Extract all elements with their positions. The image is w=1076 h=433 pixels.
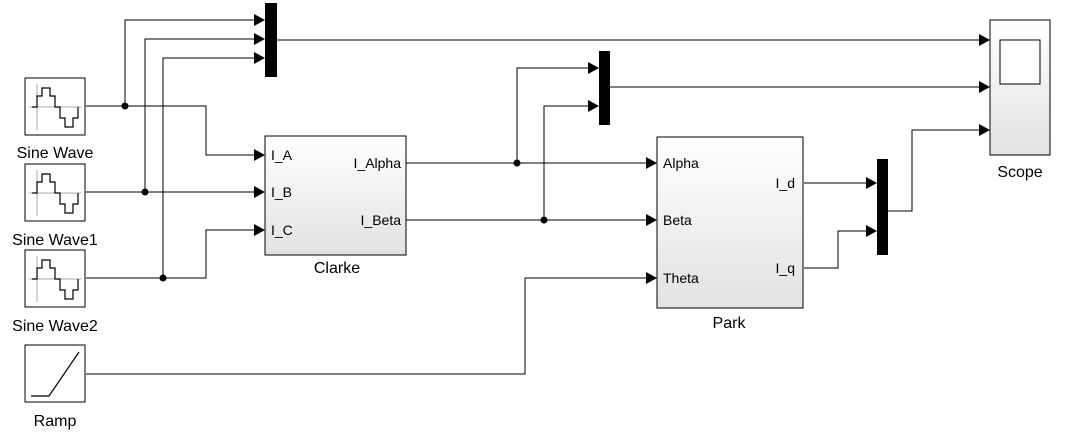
clarke-out-port-ibeta: I_Beta [361,212,402,228]
clarke-label: Clarke [314,260,360,277]
park-out-port-id: I_d [776,175,795,191]
arrow-mux2-in1 [588,62,599,74]
arrow-mux1-in1 [254,14,265,26]
sine-wave1-icon [29,170,81,216]
ramp-label: Ramp [34,413,77,430]
arrow-mux1-in3 [254,52,265,64]
wire-ramp-to-theta[interactable] [86,277,646,375]
arrow-scope-in1 [979,34,990,46]
clarke-in-port-ib: I_B [271,184,292,200]
junction-sine1 [141,188,149,196]
sine-wave2-label: Sine Wave2 [12,318,98,335]
wire-ialpha-branch-mux2[interactable] [516,67,588,163]
wire-iq-to-mux3[interactable] [804,230,866,269]
clarke-out-port-ialpha: I_Alpha [354,155,402,171]
park-in-port-beta: Beta [663,212,692,228]
clarke-block[interactable]: I_A I_B I_C I_Alpha I_Beta [264,135,407,256]
sine-wave1-block[interactable] [24,163,86,222]
mux3-block[interactable] [877,159,888,255]
clarke-in-port-ic: I_C [271,222,293,238]
sine-wave-block[interactable] [24,77,86,136]
arrow-clarke-ib [254,186,265,198]
park-block[interactable]: Alpha Beta Theta I_d I_q [656,136,804,309]
branch-points [121,102,548,282]
arrow-park-alpha [646,157,657,169]
sine-wave2-block[interactable] [24,249,86,308]
wire-mux3-to-scope[interactable] [888,129,979,212]
arrow-park-theta [646,272,657,284]
scope-screen-icon [999,39,1041,85]
ramp-icon [31,351,80,397]
arrow-park-beta [646,214,657,226]
arrow-mux3-in2 [866,225,877,237]
park-in-port-alpha: Alpha [663,155,699,171]
scope-block[interactable] [989,19,1051,156]
sine-wave2-icon [29,256,81,302]
arrow-scope-in2 [979,81,990,93]
wire-sine-branch-mux1[interactable] [124,19,254,106]
sine-wave-icon [29,84,81,130]
junction-sine [121,102,129,110]
junction-ibeta [540,216,548,224]
park-label: Park [713,315,747,332]
wire-sine-to-ia[interactable] [86,105,254,156]
junction-ialpha [513,159,521,167]
ramp-block[interactable] [24,344,86,403]
arrow-scope-in3 [979,124,990,136]
clarke-in-port-ia: I_A [271,147,293,163]
signal-lines [86,19,979,375]
sine-wave1-label: Sine Wave1 [12,232,98,249]
arrow-mux3-in1 [866,177,877,189]
wire-sine1-branch-mux1[interactable] [144,38,254,192]
junction-sine2 [159,274,167,282]
arrow-clarke-ic [254,224,265,236]
park-out-port-iq: I_q [776,260,795,276]
wire-sine2-branch-mux1[interactable] [162,57,254,278]
scope-label: Scope [997,164,1042,181]
mux1-block[interactable] [265,3,277,77]
arrow-clarke-ia [254,149,265,161]
park-in-port-theta: Theta [663,270,699,286]
wire-ibeta-branch-mux2[interactable] [543,105,588,220]
wire-sine2-to-ic[interactable] [86,229,254,279]
sine-wave-label: Sine Wave [17,145,94,162]
arrow-mux2-in2 [588,100,599,112]
arrowheads [254,14,990,284]
mux2-block[interactable] [599,51,610,125]
arrow-mux1-in2 [254,33,265,45]
